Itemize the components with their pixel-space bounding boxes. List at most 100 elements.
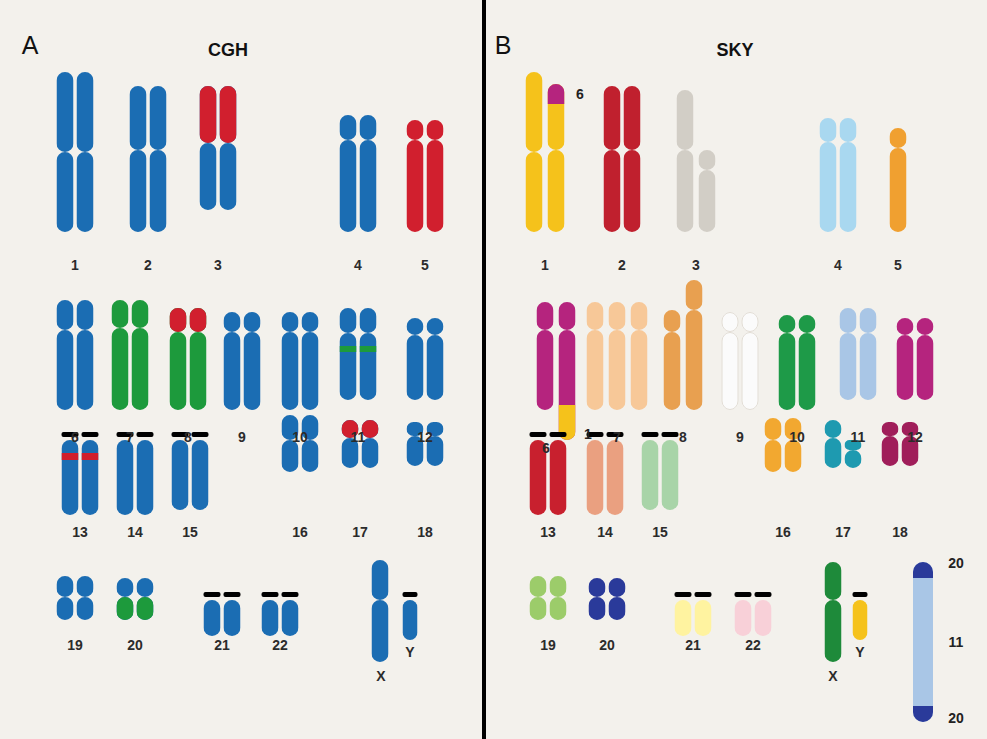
chromosome-number: 13 [540,525,556,539]
chromosome [57,576,74,620]
satellite-bar [530,432,547,437]
chromosome [840,118,857,232]
chromosome-number: 13 [72,525,88,539]
chromosome-number: 1 [541,258,549,272]
satellite-bar [755,592,772,597]
chromosome [609,302,626,410]
chromosome [77,72,94,232]
chromosome [82,432,99,515]
chromosome [675,592,692,636]
chromosome [825,562,842,662]
chromosome [530,576,547,620]
satellite-bar [192,432,209,437]
chromosome [77,300,94,410]
chromosome [112,300,129,410]
chromosome [820,118,837,232]
chromosome [662,432,679,510]
chromosome [742,312,759,410]
chromosome-number: 15 [652,525,668,539]
chromosome [224,592,241,636]
chromosome [262,592,279,636]
chromosome [407,318,424,400]
chromosome [853,592,868,640]
panel-title: SKY [716,41,753,59]
chromosome-number: 12 [417,430,433,444]
chromosome [427,318,444,400]
chromosome-number: 16 [775,525,791,539]
chromosome [799,315,816,410]
satellite-bar [262,592,279,597]
chromosome-number: 22 [745,638,761,652]
segment-label: 11 [949,635,964,649]
chromosome [664,310,681,410]
chromosome [526,72,543,232]
satellite-bar [642,432,659,437]
satellite-bar [662,432,679,437]
chromosome [132,300,149,410]
satellite-bar [137,432,154,437]
chromosome-number: 19 [67,638,83,652]
chromosome [190,308,207,410]
chromosome [589,578,606,620]
chromosome [917,318,934,400]
chromosome [362,420,379,468]
chromosome [244,312,261,410]
panel-letter: B [495,33,512,58]
chromosome [407,422,424,466]
chromosome [860,308,877,400]
chromosome [117,432,134,515]
chromosome [825,420,842,468]
satellite-bar [853,592,868,597]
segment-label: 1 [584,427,592,441]
chromosome [137,432,154,515]
chromosome [587,432,604,515]
chromosome [840,308,857,400]
chromosome [407,120,424,232]
chromosome-number: X [376,669,385,683]
chromosome [779,315,796,410]
chromosome-number: 15 [182,525,198,539]
segment-label: 20 [948,556,964,570]
chromosome-number: 9 [736,430,744,444]
chromosome [220,86,237,210]
satellite-bar [675,592,692,597]
chromosome [130,86,147,232]
chromosome-number: 16 [292,525,308,539]
chromosome [150,86,167,232]
chromosome [427,120,444,232]
chromosome-number: 14 [597,525,613,539]
chromosome [170,308,187,410]
chromosome-number: 10 [292,430,308,444]
chromosome-number: 1 [71,258,79,272]
chromosome [137,578,154,620]
chromosome [282,592,299,636]
chromosome-number: 21 [214,638,230,652]
satellite-bar [550,432,567,437]
chromosome [204,592,221,636]
chromosome [360,308,377,400]
chromosome-number: 12 [907,430,923,444]
chromosome [77,576,94,620]
chromosome-number: 17 [352,525,368,539]
chromosome-number: 19 [540,638,556,652]
chromosome [677,90,694,232]
chromosome [587,302,604,410]
satellite-bar [403,592,418,597]
chromosome-number: 9 [238,430,246,444]
chromosome [890,128,907,232]
chromosome [427,422,444,466]
segment-label: 20 [948,711,964,725]
chromosome [192,432,209,510]
chromosome-number: 11 [851,430,866,444]
chromosome-number: 5 [894,258,902,272]
satellite-bar [204,592,221,597]
chromosome [642,432,659,510]
chromosome [735,592,752,636]
chromosome-number: 4 [354,258,362,272]
chromosome [200,86,217,210]
chromosome [882,422,899,466]
chromosome [403,592,418,640]
chromosome [559,302,576,440]
chromosome-number: 7 [126,430,134,444]
